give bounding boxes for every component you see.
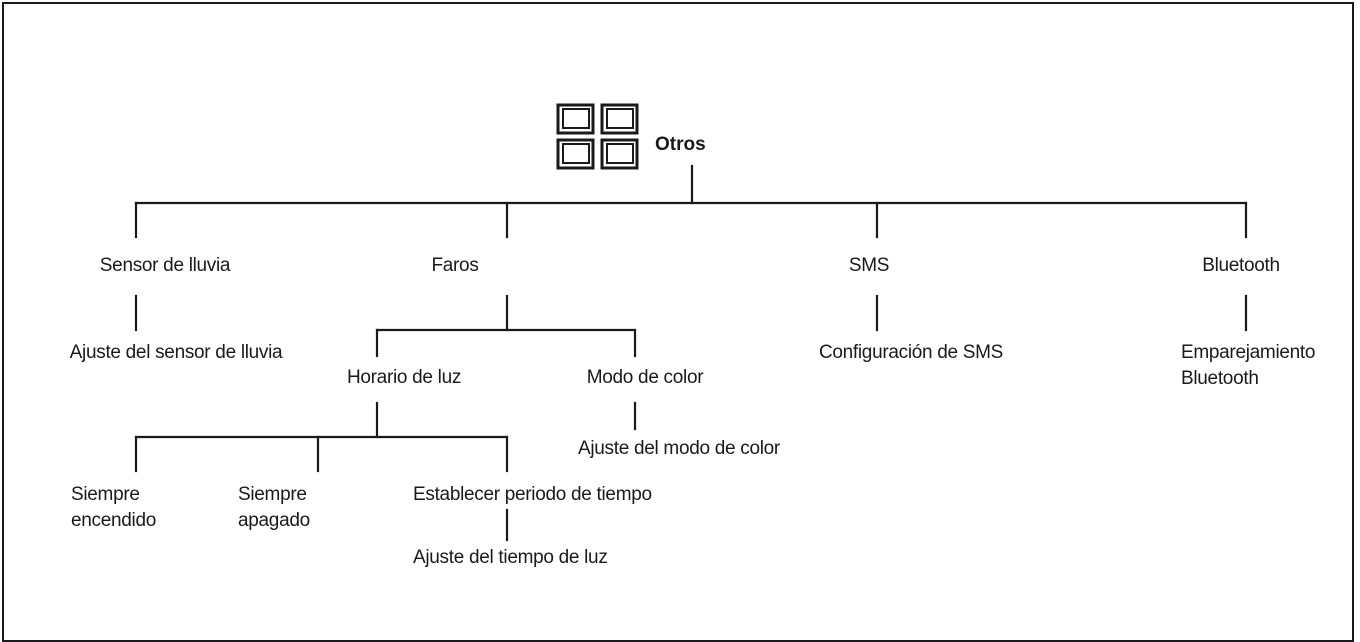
node-sms: SMS [848,255,890,276]
node-always-off-line1: Siempre [238,484,307,505]
node-bluetooth-pairing-line1: Emparejamiento [1181,342,1316,363]
node-headlights: Faros [431,255,479,276]
node-color-mode: Modo de color [586,367,704,388]
node-rain-sensor-adjust: Ajuste del sensor de lluvia [69,342,283,363]
node-always-off-line2: apagado [238,510,310,531]
node-bluetooth: Bluetooth [1202,255,1280,276]
node-always-on-line2: encendido [71,510,156,531]
node-set-period: Establecer periodo de tiempo [413,484,652,505]
node-bluetooth-pairing-line2: Bluetooth [1181,368,1259,389]
node-always-on: Siempre encendido [71,482,156,534]
node-bluetooth-pairing: Emparejamiento Bluetooth [1181,340,1315,392]
node-light-time-adjust: Ajuste del tiempo de luz [413,547,608,568]
node-light-schedule: Horario de luz [346,367,462,388]
node-rain-sensor: Sensor de lluvia [99,255,231,276]
root-label: Otros [655,134,706,155]
node-sms-config: Configuración de SMS [818,342,1004,363]
node-always-off: Siempre apagado [238,482,310,534]
node-always-on-line1: Siempre [71,484,140,505]
grid-four-squares-icon [556,103,639,170]
node-color-mode-adjust: Ajuste del modo de color [578,438,780,459]
